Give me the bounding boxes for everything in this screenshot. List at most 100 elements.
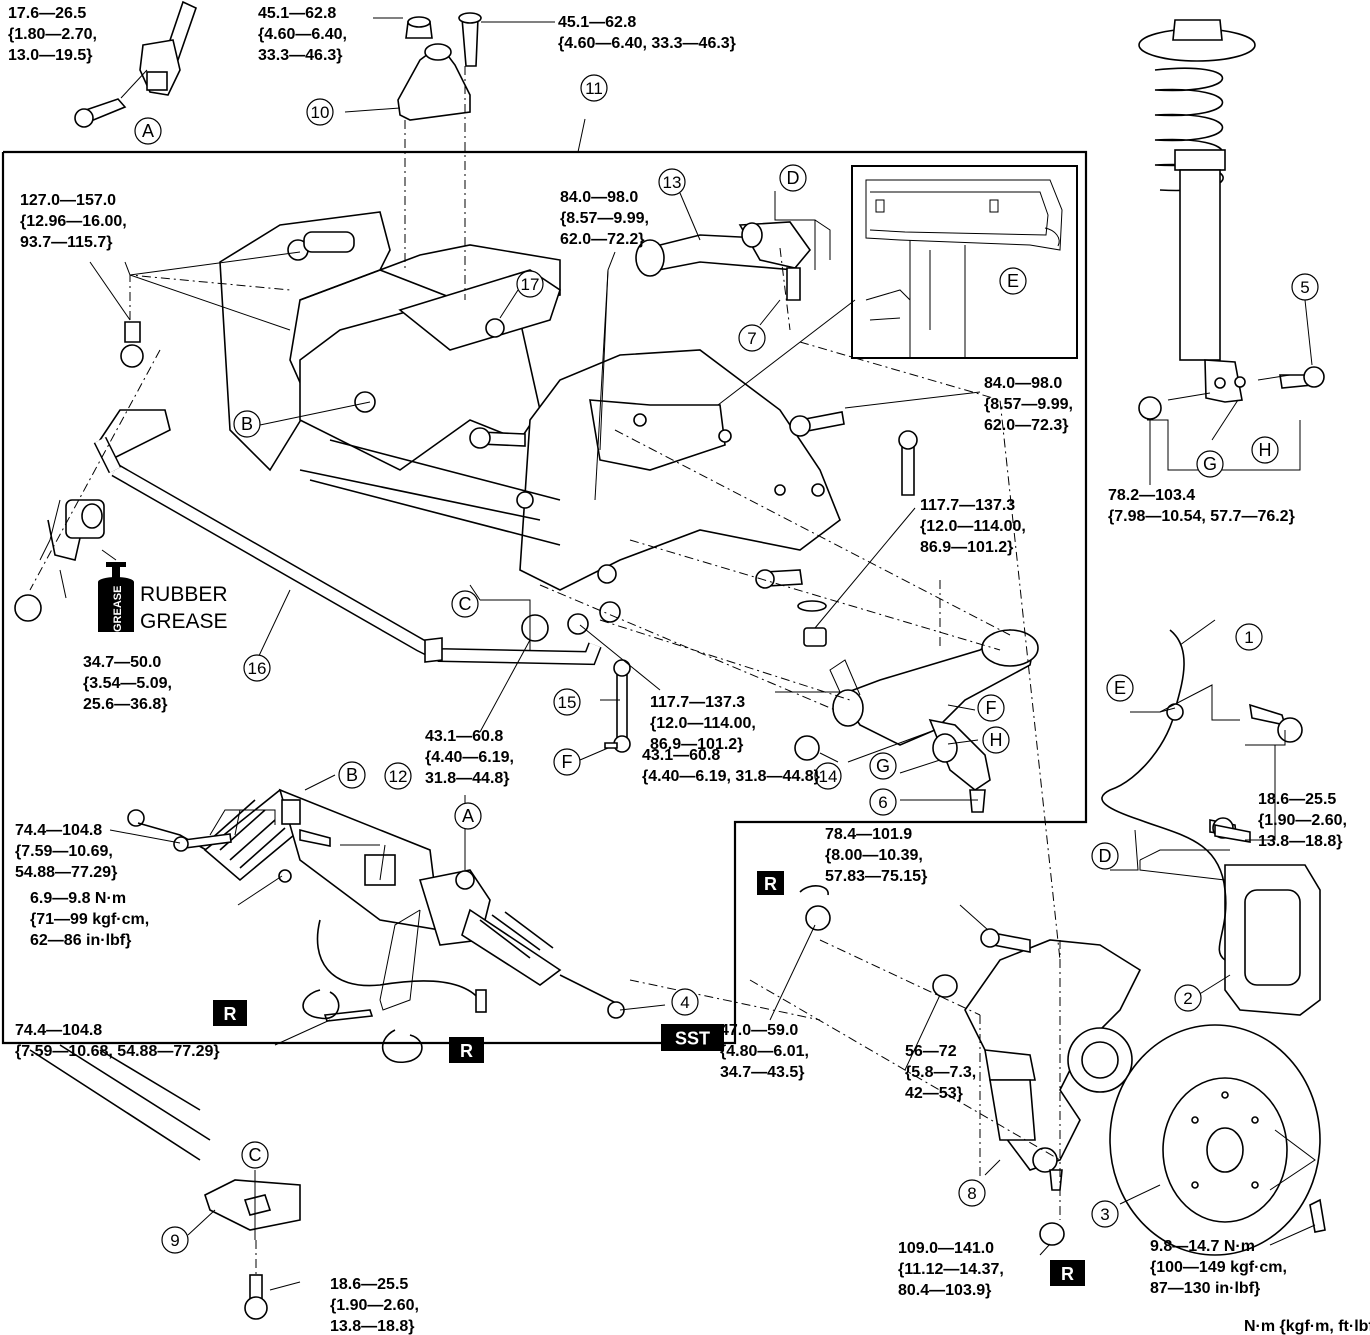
torque-t-rack-bolt-line-1: 74.4—104.8 — [15, 822, 102, 839]
callout-label-14: 14 — [819, 767, 838, 786]
torque-t-rack-small-line-3: 62—86 in·lbf} — [30, 932, 131, 949]
callout-15: 15 — [553, 688, 581, 716]
torque-t-lower-bolt-line-1: 117.7—137.3 — [920, 497, 1015, 514]
badge-box — [213, 1000, 247, 1026]
letter-label-e: E — [1114, 678, 1126, 698]
letter-marker-h-15: H — [982, 726, 1010, 754]
badge-box — [1050, 1260, 1085, 1286]
torque-t-mount-nut-line-1: 45.1—62.8 — [258, 5, 336, 22]
grease-can-text: GREASE — [112, 586, 124, 632]
torque-t-knuckle-nut-line-2: {4.80—6.01, — [720, 1043, 809, 1060]
torque-t-knuckle-nut-line-1: 47.0—59.0 — [720, 1022, 798, 1039]
letter-circle-b — [233, 410, 261, 438]
torque-t-caliper-line-2: {8.00—10.39, — [825, 847, 923, 864]
callout-3: 3 — [1091, 1200, 1119, 1228]
letter-label-b: B — [346, 765, 358, 785]
stabilizer-link — [521, 601, 631, 753]
letter-circle-d — [1091, 842, 1119, 870]
torque-t-hub-nut-line-3: 80.4—103.9} — [898, 1282, 991, 1299]
letter-circle-c — [451, 590, 479, 618]
torque-t-knuckle-nut-line-3: 34.7—43.5} — [720, 1064, 805, 1081]
torque-t-crossmember-line-3: 93.7—115.7} — [20, 234, 113, 251]
callout-label-5: 5 — [1300, 278, 1309, 297]
engine-mount — [397, 12, 482, 121]
callout-label-3: 3 — [1100, 1205, 1109, 1224]
letter-marker-g-13: G — [869, 752, 897, 780]
letter-marker-b-2: B — [233, 410, 261, 438]
callout-circle-15 — [553, 688, 581, 716]
torque-t-hub-nut-line-1: 109.0—141.0 — [898, 1240, 994, 1257]
torque-t-knuckle-nut2-line-1: 56—72 — [905, 1043, 957, 1060]
torque-t-lower-nut-line-1: 43.1—60.8 — [642, 747, 720, 764]
torque-t-upper-arm-right-line-1: 84.0—98.0 — [984, 375, 1062, 392]
badge-box — [449, 1037, 484, 1063]
torque-t-lower-bolt-line-3: 86.9—101.2} — [920, 539, 1013, 556]
torque-t-steer-joint-line-1: 17.6—26.5 — [8, 5, 86, 22]
torque-t-abs-bolt-line-1: 18.6—25.5 — [1258, 791, 1336, 808]
steering-knuckle — [964, 939, 1142, 1191]
letter-marker-g-12: G — [1196, 450, 1224, 478]
letter-label-b: B — [241, 414, 253, 434]
letter-label-h: H — [1259, 440, 1272, 460]
letter-label-a: A — [142, 121, 154, 141]
letter-circle-f — [977, 694, 1005, 722]
replace-badge-0: R — [757, 871, 784, 895]
letter-marker-f-11: F — [553, 748, 581, 776]
callout-6: 6 — [869, 788, 897, 816]
torque-t-caliper-line-3: 57.83—75.15} — [825, 868, 927, 885]
torque-specs: 17.6—26.5{1.80—2.70,13.0—19.5}45.1—62.8{… — [8, 5, 1347, 1335]
harness-bracket — [29, 1044, 301, 1320]
letter-label-h: H — [990, 730, 1003, 750]
letter-label-e: E — [1007, 271, 1019, 291]
torque-t-strut-nut-line-1: 78.2—103.4 — [1108, 487, 1195, 504]
sst-badge-4: SST — [661, 1024, 724, 1051]
callout-label-6: 6 — [878, 793, 887, 812]
callout-circle-8 — [958, 1179, 986, 1207]
letter-circle-g — [1196, 450, 1224, 478]
letter-marker-e-8: E — [999, 267, 1027, 295]
rubber-grease-can: GREASE — [98, 549, 134, 632]
callout-label-2: 2 — [1183, 989, 1192, 1008]
upper-control-arm — [635, 221, 812, 301]
unit-note: N·m {kgf·m, ft·lbf} — [1244, 1318, 1370, 1335]
callout-label-8: 8 — [967, 1184, 976, 1203]
torque-t-link-nut-line-3: 31.8—44.8} — [425, 770, 510, 787]
torque-t-upper-arm-line-2: {8.57—9.99, — [560, 210, 649, 227]
callout-label-13: 13 — [663, 173, 682, 192]
callout-label-9: 9 — [170, 1231, 179, 1250]
torque-t-stab-nut-line-1: 34.7—50.0 — [83, 654, 161, 671]
callout-8: 8 — [958, 1179, 986, 1207]
badge-label: SST — [675, 1029, 710, 1049]
callout-circle-4 — [671, 988, 699, 1016]
torque-t-rack-bolt-line-2: {7.59—10.69, — [15, 843, 113, 860]
letter-circle-g — [869, 752, 897, 780]
torque-t-link-nut-line-1: 43.1—60.8 — [425, 728, 503, 745]
letter-circle-a — [454, 802, 482, 830]
torque-t-steer-joint-line-3: 13.0—19.5} — [8, 47, 93, 64]
torque-t-lower-bolt-line-2: {12.0—114.00, — [920, 518, 1026, 535]
letter-marker-a-0: A — [134, 117, 162, 145]
badge-label: R — [764, 874, 777, 894]
torque-t-rack-small-line-1: 6.9—9.8 N·m — [30, 890, 126, 907]
badge-label: R — [460, 1041, 473, 1061]
strut-assembly — [1138, 19, 1325, 420]
torque-t-lower-bolt2-line-1: 117.7—137.3 — [650, 694, 745, 711]
callout-circle-13 — [658, 168, 686, 196]
letter-circle-b — [338, 761, 366, 789]
torque-t-disc-screw-line-3: 87—130 in·lbf} — [1150, 1280, 1260, 1297]
callout-label-4: 4 — [680, 993, 689, 1012]
brake-caliper — [1224, 864, 1321, 1016]
letter-circle-c — [241, 1141, 269, 1169]
callout-4: 4 — [671, 988, 699, 1016]
assembly-center-lines — [29, 66, 1061, 1275]
torque-t-lower-bolt2-line-3: 86.9—101.2} — [650, 736, 743, 753]
torque-t-bracket-bolt-line-1: 18.6—25.5 — [330, 1276, 408, 1293]
callout-11: 11 — [580, 74, 608, 102]
torque-t-bracket-bolt-line-2: {1.90—2.60, — [330, 1297, 419, 1314]
letter-marker-c-5: C — [241, 1141, 269, 1169]
letter-marker-f-10: F — [977, 694, 1005, 722]
callout-circle-9 — [161, 1226, 189, 1254]
